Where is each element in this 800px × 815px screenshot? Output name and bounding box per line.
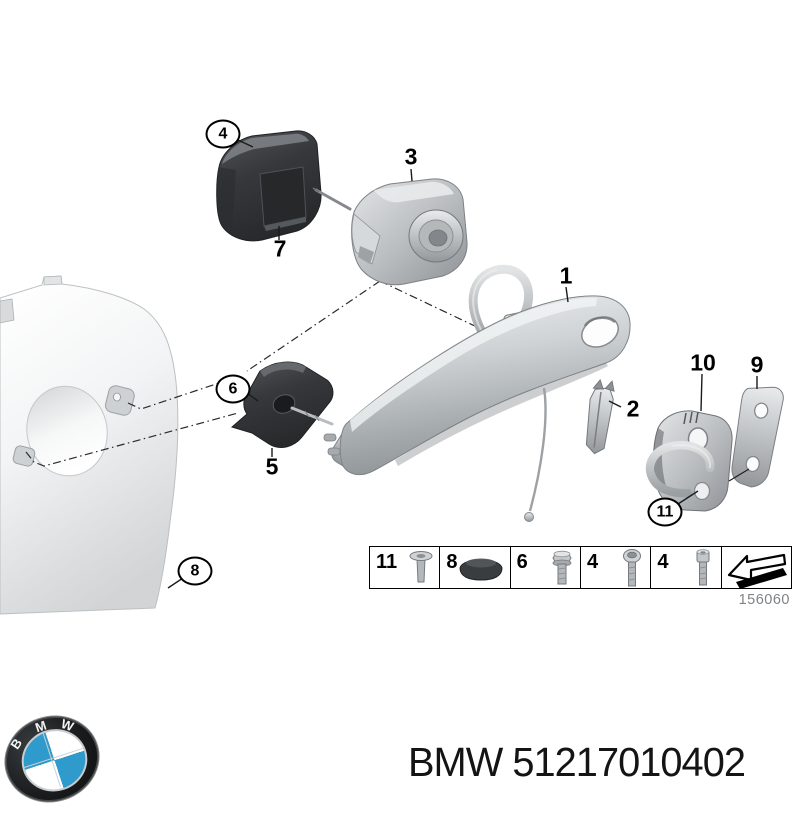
drawing-number: 156060 (738, 592, 790, 608)
legend-cell-6: 6 (509, 547, 580, 588)
cover-window (259, 166, 307, 227)
callout-9: 9 (750, 351, 764, 378)
socket-head-bolt-icon (696, 548, 710, 585)
legend-cell-8: 8 (439, 547, 509, 588)
door-mount-hole-lower (12, 445, 36, 467)
callout-3: 3 (404, 143, 418, 170)
callout-11: 11 (647, 497, 683, 527)
door-handle-part (323, 264, 631, 475)
alignment-lines (25, 280, 499, 467)
hex-flange-bolt-icon (552, 550, 572, 584)
legend-number: 4 (657, 551, 669, 573)
countersunk-screw-icon (409, 550, 433, 582)
actuator-rod (524, 387, 547, 522)
callout-8: 8 (177, 556, 213, 586)
legend-number: 11 (376, 551, 398, 573)
gasket-carrier-part (230, 361, 334, 448)
door-edge-tab (0, 298, 15, 324)
bracket-hole-lower (693, 481, 711, 501)
shim-leader-line (728, 468, 750, 482)
callout-6: 6 (215, 374, 251, 404)
legend-cell-4a: 4 (579, 547, 650, 588)
legend-number: 4 (586, 551, 599, 573)
legend-cell-arrow (720, 547, 791, 589)
direction-arrow-icon (727, 553, 787, 589)
shim-plate-part (731, 386, 784, 488)
door-panel (0, 275, 179, 615)
gasket-screw (290, 406, 334, 426)
legend-cell-11: 11 (370, 547, 439, 588)
legend-cell-4b: 4 (650, 547, 720, 588)
callout-7: 7 (273, 235, 287, 262)
callout-1: 1 (559, 262, 573, 289)
fastener-legend-table: 11 8 6 4 (369, 546, 792, 589)
callout-2: 2 (626, 395, 640, 422)
legend-number: 6 (516, 551, 528, 573)
handle-cover-part (216, 130, 322, 242)
exploded-parts-illustration (0, 130, 784, 615)
door-mount-hole-upper (104, 385, 135, 416)
part-number-title: BMW 51217010402 (408, 739, 746, 785)
callout-5: 5 (265, 453, 279, 480)
legend-number: 8 (446, 551, 458, 573)
striker-bracket-part (645, 410, 733, 512)
plug-cap-icon (459, 558, 503, 581)
clip-part (585, 378, 615, 455)
oval-head-screw-icon (623, 548, 642, 586)
callout-4: 4 (205, 119, 241, 149)
lock-screw-pin (312, 187, 352, 211)
bmw-logo: B M W (0, 703, 111, 815)
lock-cylinder-part (351, 178, 468, 286)
callout-10: 10 (690, 349, 716, 376)
leader-lines (167, 139, 758, 589)
door-handle-recess (26, 385, 108, 477)
